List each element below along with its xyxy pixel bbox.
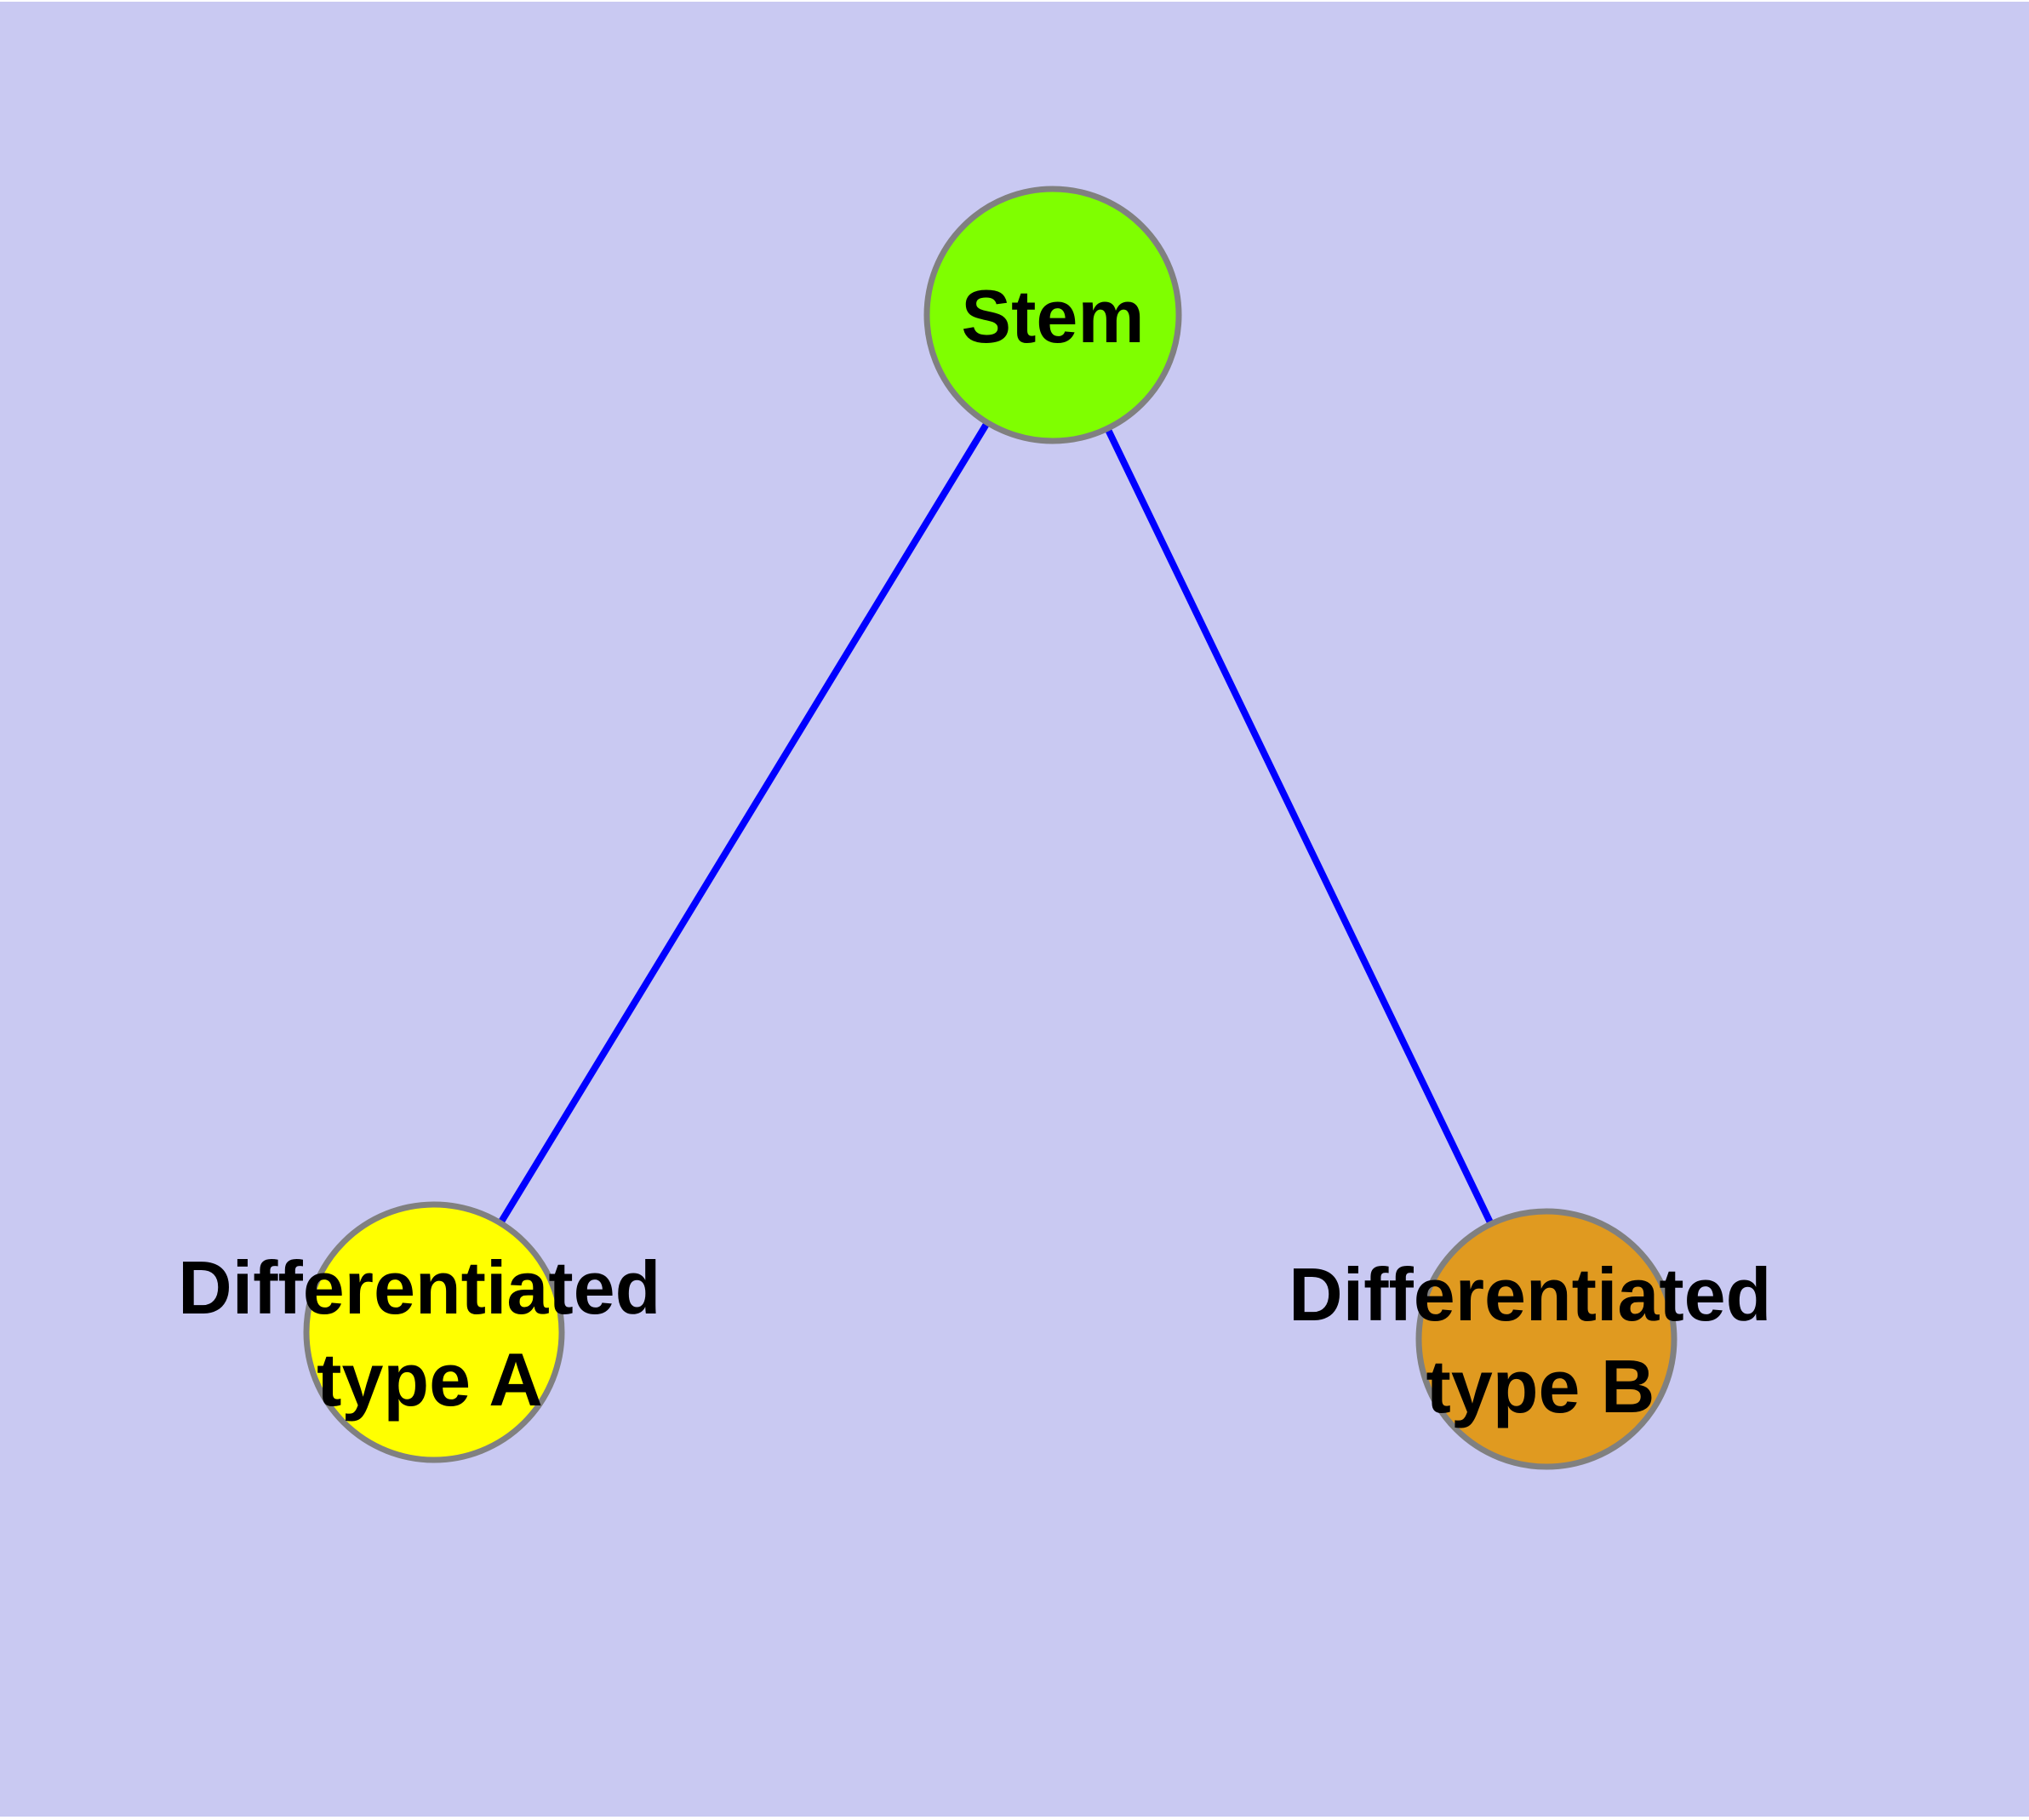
node-differentiated-type-a[interactable] (303, 1201, 565, 1463)
node-type-a-label: Differentiated type A (178, 1245, 682, 1422)
node-differentiated-type-b[interactable] (1415, 1208, 1677, 1470)
node-type-b-label-line2: type B (1426, 1344, 1655, 1428)
node-type-a-label-line2: type A (317, 1337, 543, 1422)
node-stem[interactable] (923, 186, 1182, 444)
node-stem-label: Stem (961, 274, 1144, 358)
node-type-a-label-line1: Differentiated (178, 1245, 660, 1330)
node-type-b-label-line1: Differentiated (1289, 1252, 1771, 1336)
edge-stem-to-type-a (431, 312, 1056, 1335)
edge-stem-to-type-b (1049, 313, 1550, 1341)
node-type-b-label: Differentiated type B (1289, 1252, 1792, 1428)
